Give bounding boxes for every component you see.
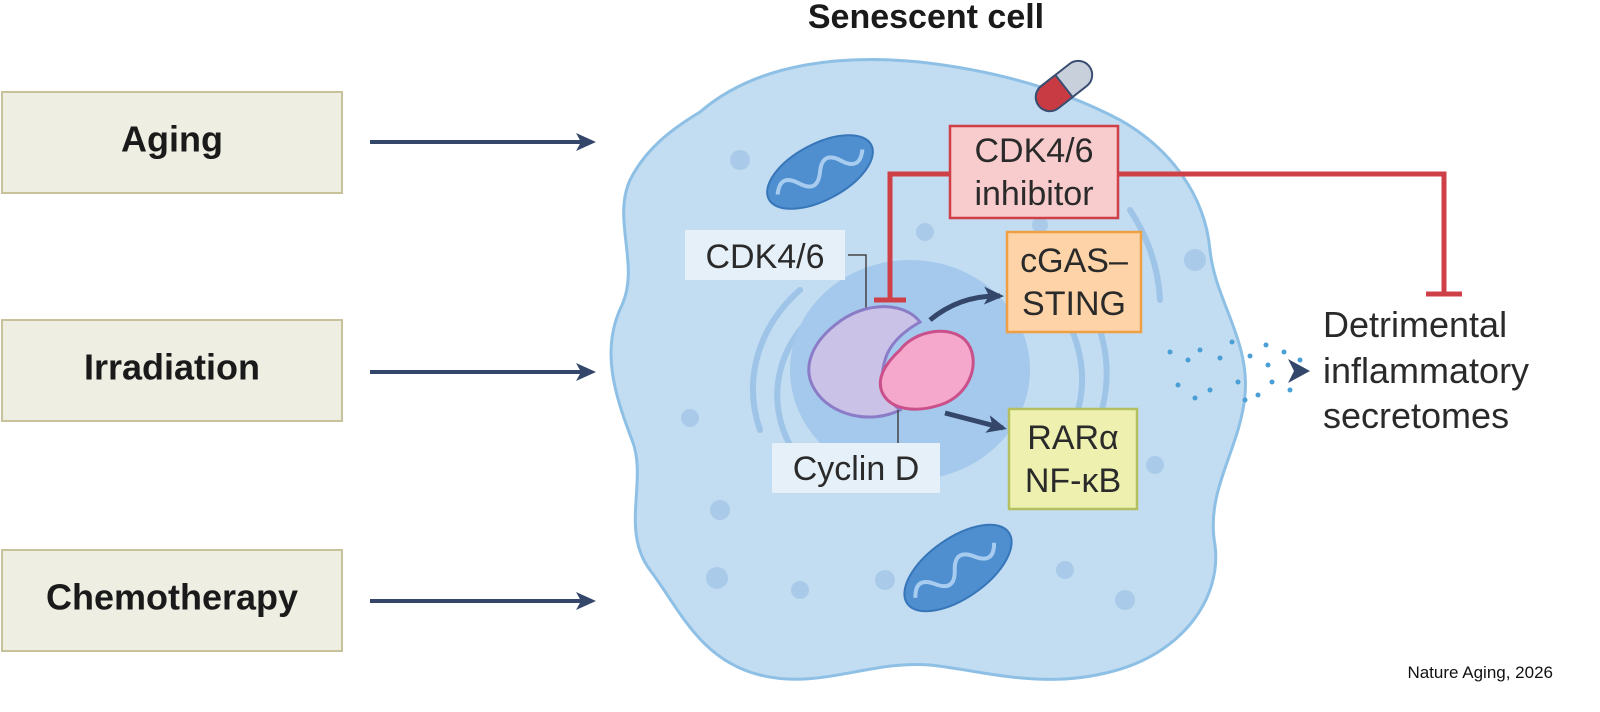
rar-nfkb-line2: NF-κB — [1025, 462, 1121, 500]
secretome-dots — [1167, 339, 1303, 403]
vesicle — [1032, 217, 1048, 233]
rar-nfkb-rect — [1007, 407, 1139, 511]
mitochondrion-top — [766, 134, 874, 210]
vesicle — [916, 223, 934, 241]
arrowhead-to-secretomes — [1288, 359, 1310, 383]
stimulus-aging: Aging — [1, 91, 343, 194]
vesicle — [1146, 456, 1164, 474]
cgas-sting-line2: STING — [1022, 285, 1126, 323]
inhibition-line-cdk — [887, 171, 950, 300]
stimulus-label-chemotherapy: Chemotherapy — [46, 577, 298, 618]
cdk-inhibitor-box: CDK4/6 inhibitor — [948, 124, 1120, 220]
cdk-leader-line — [848, 254, 867, 310]
cdk-inhibitor-line2: inhibitor — [974, 175, 1093, 213]
cdk-inhibitor-line1: CDK4/6 — [974, 132, 1093, 170]
rar-nfkb-line1: RARα — [1027, 419, 1118, 457]
vesicle — [710, 500, 730, 520]
vesicle — [706, 567, 728, 589]
arrow-to-cgas-sting — [928, 286, 1004, 322]
pill-icon — [1034, 59, 1094, 113]
cdk-label-bg — [685, 230, 845, 280]
outcome-line2: inflammatory — [1323, 350, 1529, 391]
cyclin-label-bg — [772, 443, 940, 493]
cdk-inhibitor-rect — [948, 124, 1120, 220]
cgas-sting-box: cGAS– STING — [1005, 230, 1143, 334]
cyclin-label: Cyclin D — [793, 450, 920, 488]
vesicle — [1115, 590, 1135, 610]
cgas-sting-line1: cGAS– — [1020, 242, 1128, 280]
cgas-sting-rect — [1005, 230, 1143, 334]
cdk-label: CDK4/6 — [705, 238, 824, 276]
vesicle — [1056, 561, 1074, 579]
cell-title: Senescent cell — [808, 0, 1044, 36]
vesicle — [1184, 249, 1206, 271]
outcome-line3: secretomes — [1323, 395, 1509, 436]
stimulus-irradiation: Irradiation — [1, 319, 343, 422]
inhibition-line-secretome — [1118, 171, 1447, 294]
vesicle — [681, 409, 699, 427]
vesicle — [875, 570, 895, 590]
stimulus-chemotherapy: Chemotherapy — [1, 549, 343, 652]
rar-nfkb-box: RARα NF-κB — [1007, 407, 1139, 511]
vesicle — [730, 150, 750, 170]
arrow-to-rar-nfkb — [944, 410, 1007, 433]
stimulus-label-aging: Aging — [121, 119, 223, 160]
vesicle — [791, 581, 809, 599]
outcome-line1: Detrimental — [1323, 304, 1507, 345]
cyclin-d-protein — [878, 329, 975, 411]
stimulus-box-aging — [1, 91, 343, 194]
stimulus-box-chemotherapy — [1, 549, 343, 652]
source-credit: Nature Aging, 2026 — [1407, 663, 1553, 682]
stimulus-box-irradiation — [1, 319, 343, 422]
mitochondrion-bottom — [903, 523, 1013, 613]
stimulus-label-irradiation: Irradiation — [84, 347, 260, 388]
